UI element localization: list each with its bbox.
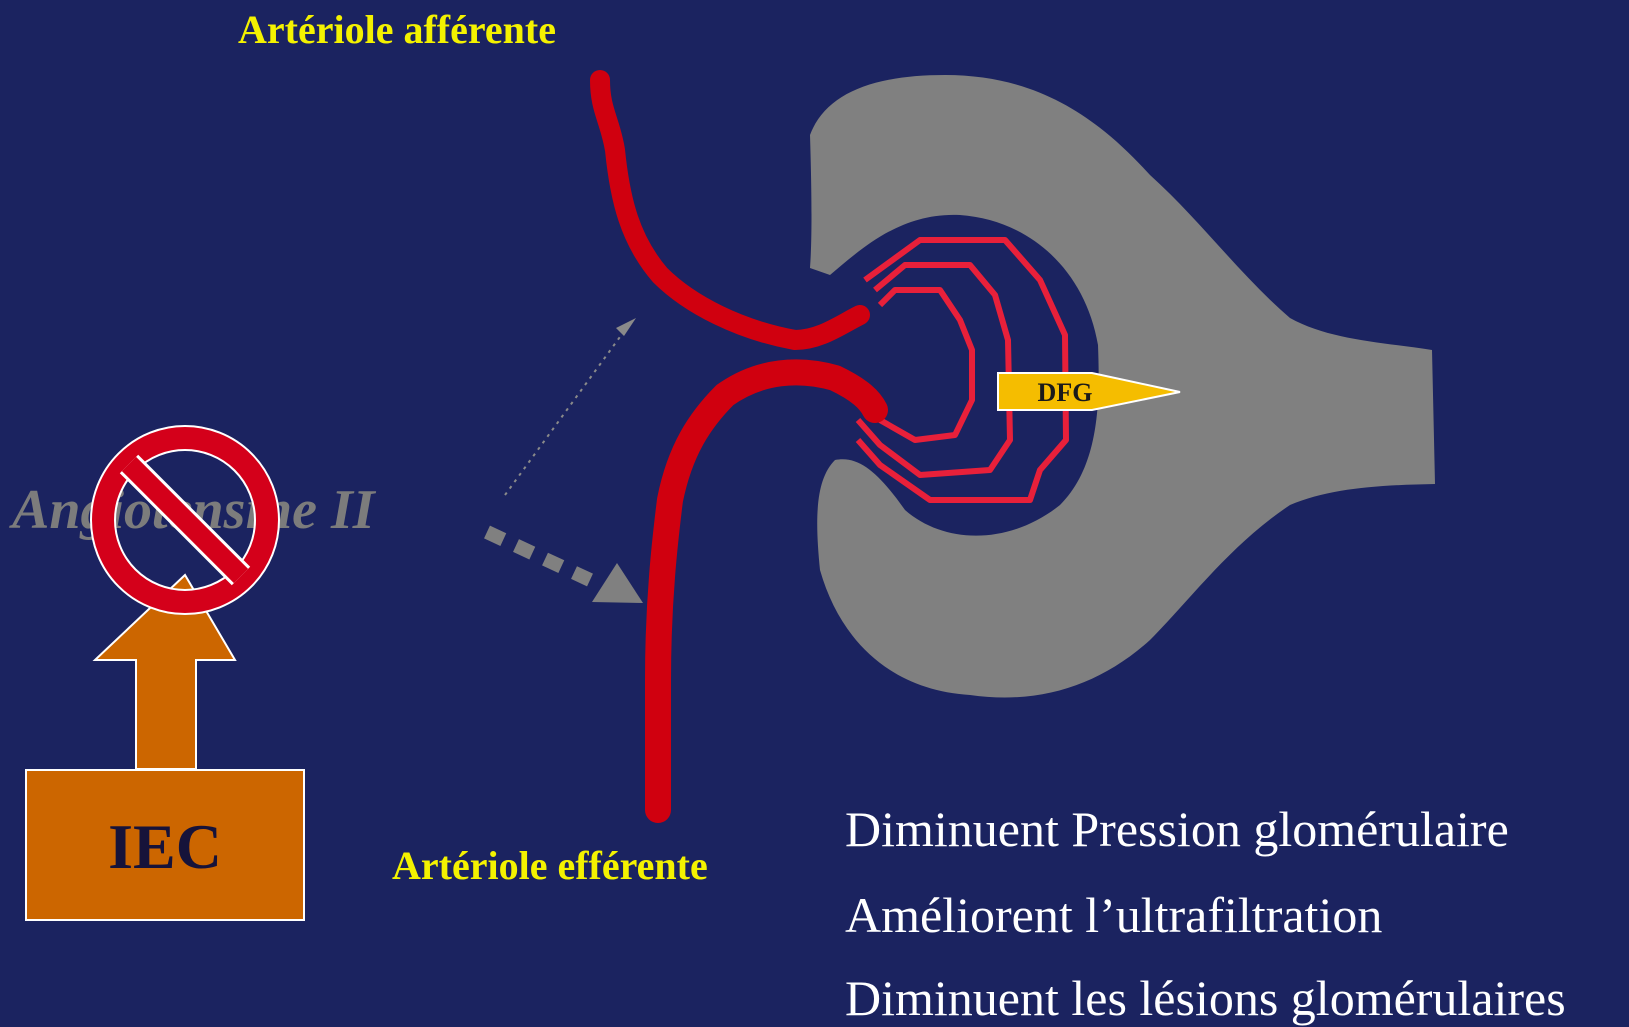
afferent-arteriole-label: Artériole afférente [238,6,556,53]
iec-label: IEC [25,810,305,884]
effect-lesions: Diminuent les lésions glomérulaires [845,969,1566,1027]
effect-pressure: Diminuent Pression glomérulaire [845,800,1509,858]
effect-ultrafiltration: Améliorent l’ultrafiltration [845,886,1382,944]
dashed-arrow [487,532,643,603]
dotted-arrow-faint [505,318,636,495]
prohibition-icon [85,420,285,620]
dfg-label: DFG [1038,378,1093,407]
glomerular-capillaries [858,240,1066,500]
efferent-arteriole-label: Artériole efférente [392,842,708,889]
